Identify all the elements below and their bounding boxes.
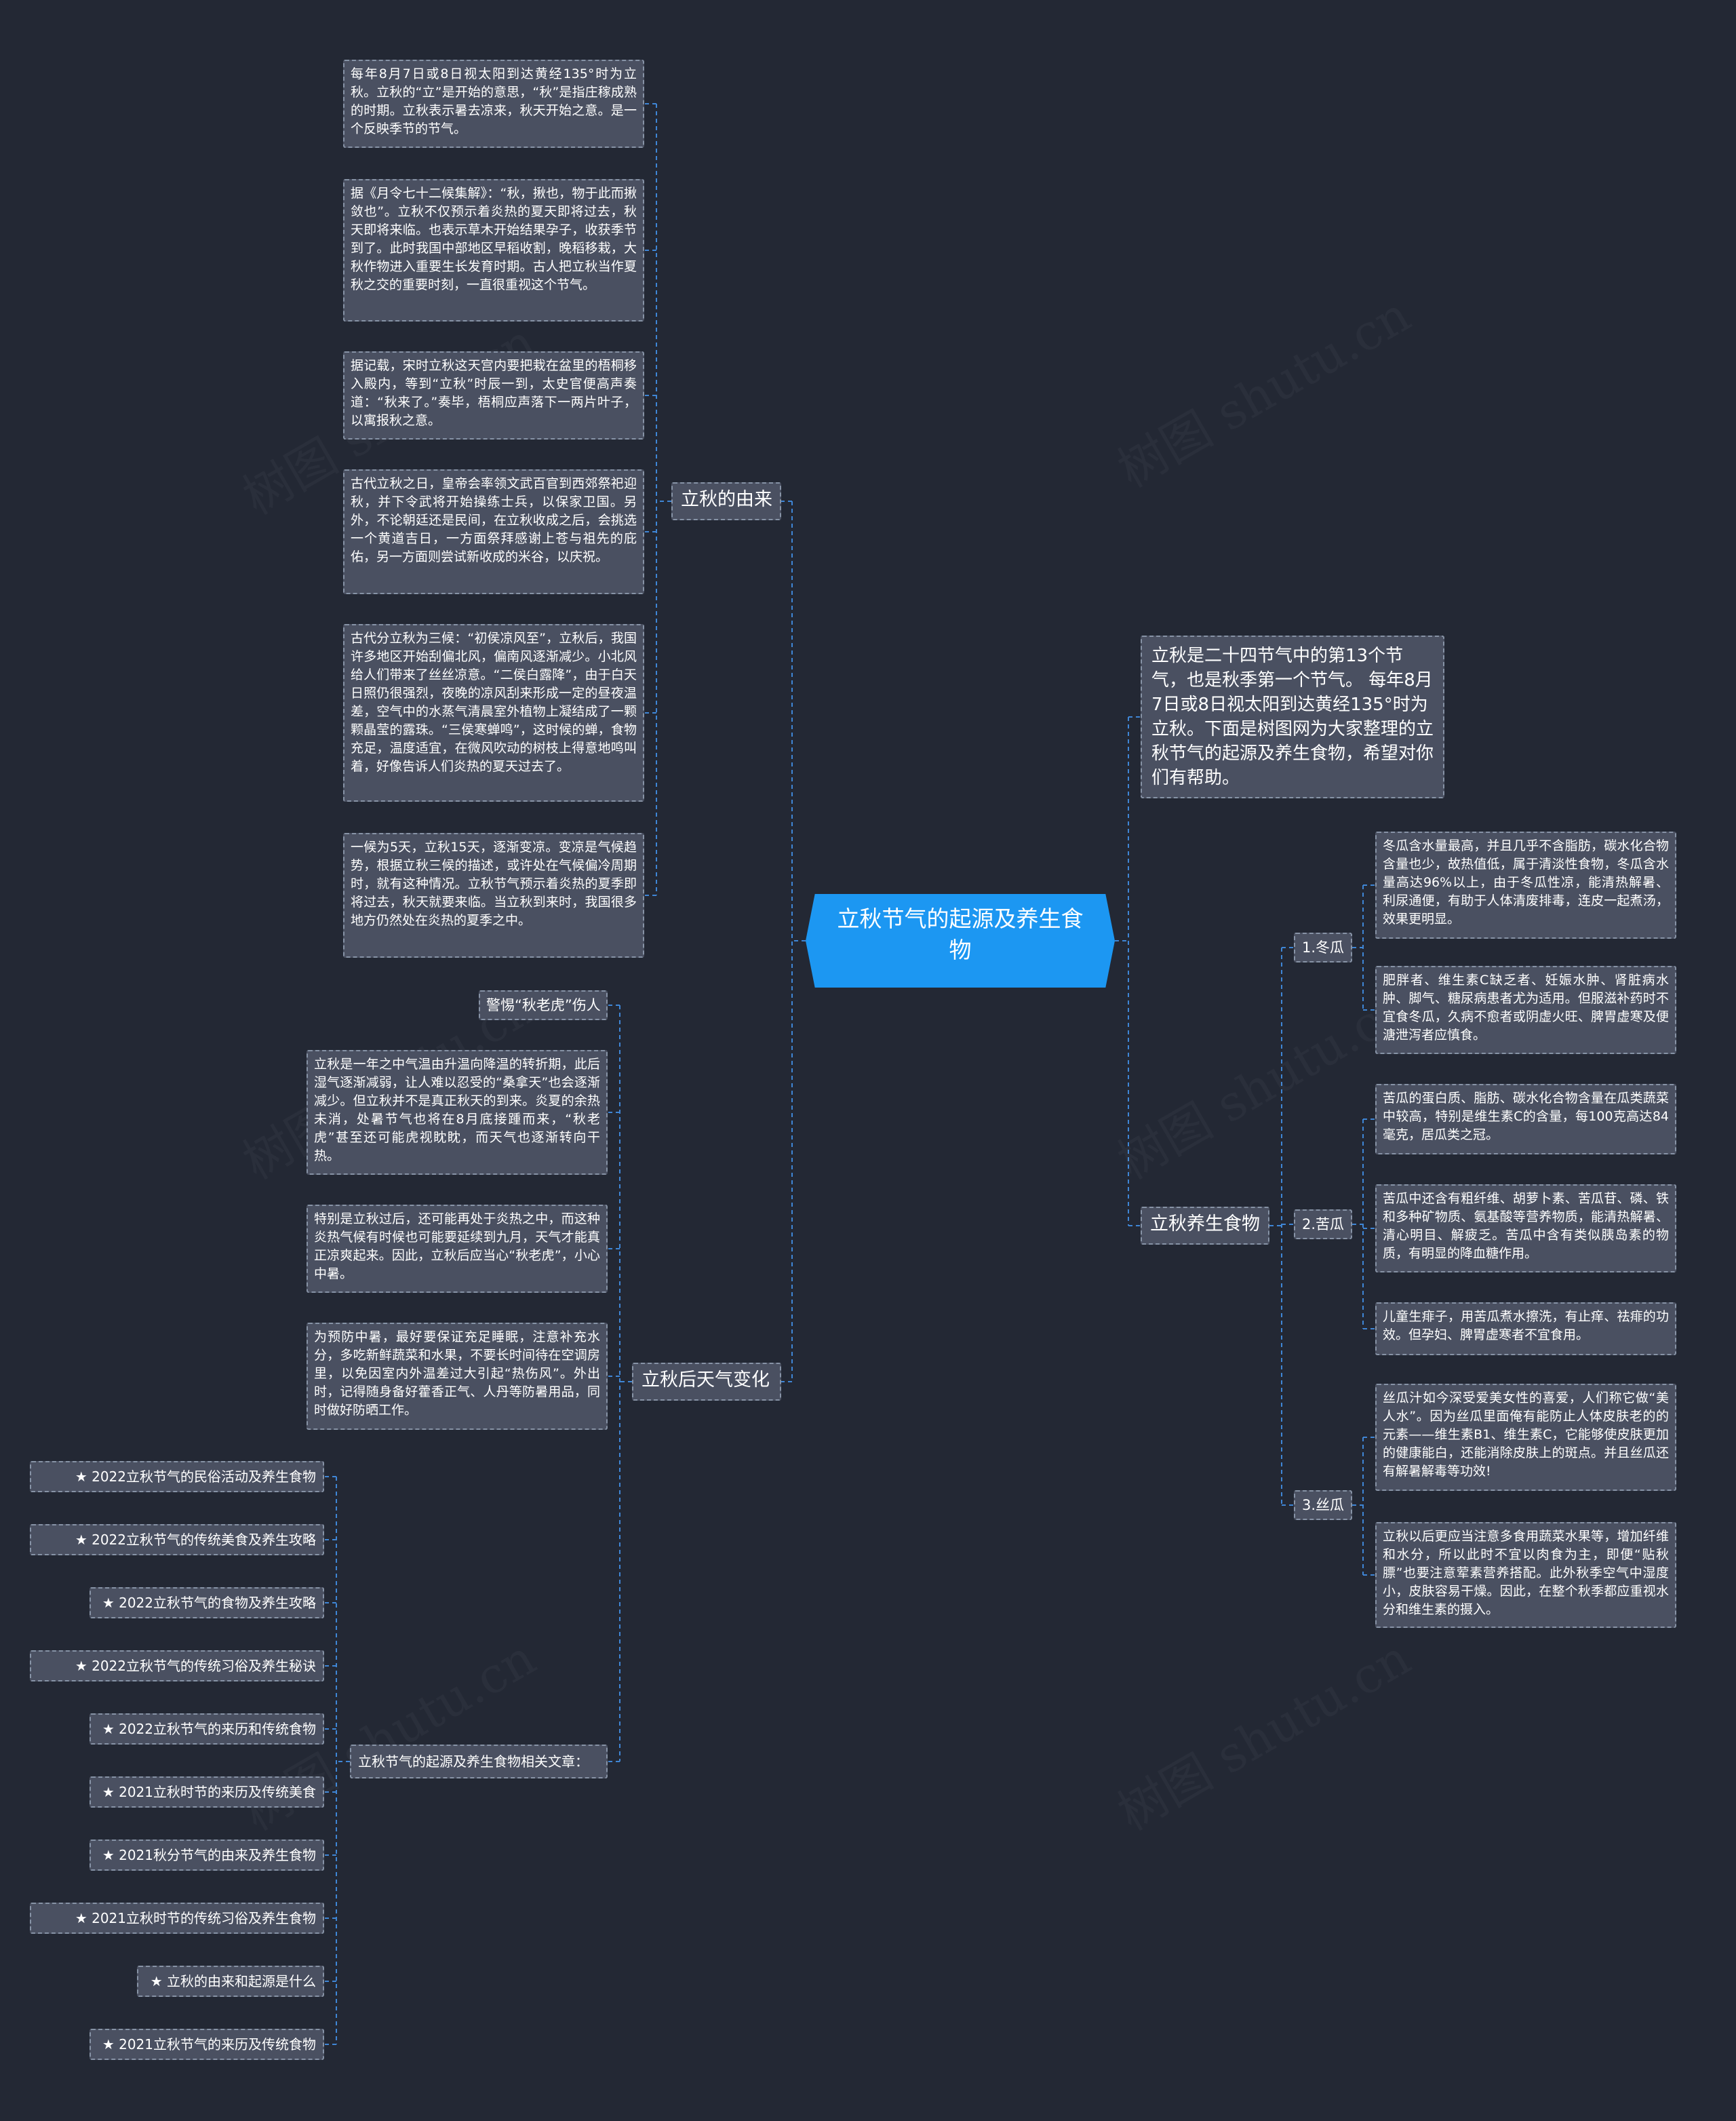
related-article-text: ★ 2021立秋节气的来历及传统食物	[102, 2036, 316, 2052]
related-article-link[interactable]: ★ 2022立秋节气的传统习俗及养生秘诀	[30, 1650, 324, 1681]
related-article-link[interactable]: ★ 2021秋分节气的由来及养生食物	[90, 1840, 324, 1871]
origin-item-text: 一候为5天，立秋15天，逐渐变凉。变凉是气候趋势，根据立秋三候的描述，或许处在气…	[351, 840, 637, 928]
weather-item-2[interactable]: 立秋是一年之中气温由升温向降温的转折期，此后湿气逐渐减弱，让人难以忍受的“桑拿天…	[307, 1050, 608, 1175]
related-articles-header[interactable]: 立秋节气的起源及养生食物相关文章：	[350, 1745, 608, 1778]
related-article-text: ★ 2021秋分节气的由来及养生食物	[102, 1847, 316, 1863]
origin-item-2[interactable]: 据《月令七十二候集解》：“秋，揪也，物于此而揪敛也”。立秋不仅预示着炎热的夏天即…	[343, 179, 644, 322]
related-article-text: ★ 2022立秋节气的食物及养生攻略	[102, 1595, 316, 1611]
related-articles-label: 立秋节气的起源及养生食物相关文章：	[358, 1753, 589, 1770]
intro-text: 立秋是二十四节气中的第13个节气，也是秋季第一个节气。 每年8月7日或8日视太阳…	[1151, 646, 1434, 788]
related-article-text: ★ 2022立秋节气的民俗活动及养生食物	[75, 1468, 316, 1485]
origin-item-4[interactable]: 古代立秋之日，皇帝会率领文武百官到西郊祭祀迎秋，并下令武将开始操练士兵，以保家卫…	[343, 469, 644, 594]
food-item-2-3[interactable]: 儿童生痱子，用苦瓜煮水擦洗，有止痒、祛痱的功效。但孕妇、脾胃虚寒者不宜食用。	[1375, 1302, 1676, 1355]
branch-origin[interactable]: 立秋的由来	[671, 482, 781, 520]
branch-weather[interactable]: 立秋后天气变化	[632, 1363, 781, 1401]
related-article-text: ★ 2022立秋节气的传统习俗及养生秘诀	[75, 1658, 316, 1674]
food-item-text: 立秋以后更应当注意多食用蔬菜水果等，增加纤维和水分，所以此时不宜以肉食为主，即便…	[1383, 1529, 1669, 1617]
food-group-bitter-melon[interactable]: 2.苦瓜	[1294, 1209, 1352, 1239]
branch-foods[interactable]: 立秋养生食物	[1141, 1207, 1269, 1245]
weather-item-3[interactable]: 特别是立秋过后，还可能再处于炎热之中，而这种炎热气候有时候也可能要延续到九月，天…	[307, 1205, 608, 1293]
weather-item-1[interactable]: 警惕“秋老虎”伤人	[479, 990, 608, 1020]
weather-item-text: 立秋是一年之中气温由升温向降温的转折期，此后湿气逐渐减弱，让人难以忍受的“桑拿天…	[314, 1057, 600, 1163]
food-item-text: 儿童生痱子，用苦瓜煮水擦洗，有止痒、祛痱的功效。但孕妇、脾胃虚寒者不宜食用。	[1383, 1309, 1669, 1342]
root-title: 立秋节气的起源及养生食物	[837, 906, 1084, 963]
food-group-name: 1.冬瓜	[1301, 939, 1345, 956]
origin-item-text: 古代分立秋为三候：“初侯凉风至”，立秋后，我国许多地区开始刮偏北风，偏南风逐渐减…	[351, 631, 637, 774]
food-item-text: 苦瓜中还含有粗纤维、胡萝卜素、苦瓜苷、磷、铁和多种矿物质、氨基酸等营养物质，能清…	[1383, 1191, 1669, 1261]
food-item-2-2[interactable]: 苦瓜中还含有粗纤维、胡萝卜素、苦瓜苷、磷、铁和多种矿物质、氨基酸等营养物质，能清…	[1375, 1184, 1676, 1272]
food-item-3-1[interactable]: 丝瓜汁如今深受爱美女性的喜爱，人们称它做“美人水”。因为丝瓜里面俺有能防止人体皮…	[1375, 1384, 1676, 1491]
origin-item-5[interactable]: 古代分立秋为三候：“初侯凉风至”，立秋后，我国许多地区开始刮偏北风，偏南风逐渐减…	[343, 624, 644, 802]
weather-item-text: 特别是立秋过后，还可能再处于炎热之中，而这种炎热气候有时候也可能要延续到九月，天…	[314, 1211, 600, 1281]
related-article-text: ★ 2022立秋节气的来历和传统食物	[102, 1721, 316, 1737]
food-group-name: 3.丝瓜	[1301, 1497, 1345, 1513]
origin-item-text: 每年8月7日或8日视太阳到达黄经135°时为立秋。立秋的“立”是开始的意思，“秋…	[351, 66, 637, 136]
branch-foods-label: 立秋养生食物	[1150, 1213, 1260, 1234]
food-item-2-1[interactable]: 苦瓜的蛋白质、脂肪、碳水化合物含量在瓜类蔬菜中较高，特别是维生素C的含量，每10…	[1375, 1084, 1676, 1154]
branch-origin-label: 立秋的由来	[681, 489, 772, 510]
related-article-text: ★ 2021立秋时节的来历及传统美食	[102, 1784, 316, 1800]
related-article-link[interactable]: ★ 2022立秋节气的民俗活动及养生食物	[30, 1461, 324, 1492]
root-topic[interactable]: 立秋节气的起源及养生食物	[806, 894, 1115, 988]
branch-weather-label: 立秋后天气变化	[642, 1369, 770, 1390]
weather-item-text: 警惕“秋老虎”伤人	[486, 997, 601, 1013]
weather-item-text: 为预防中暑，最好要保证充足睡眠，注意补充水分，多吃新鲜蔬菜和水果，不要长时间待在…	[314, 1329, 600, 1418]
food-item-1-1[interactable]: 冬瓜含水量最高，并且几乎不含脂肪，碳水化合物含量也少，故热值低，属于清淡性食物，…	[1375, 832, 1676, 939]
related-article-link[interactable]: ★ 2022立秋节气的来历和传统食物	[90, 1713, 324, 1745]
origin-item-1[interactable]: 每年8月7日或8日视太阳到达黄经135°时为立秋。立秋的“立”是开始的意思，“秋…	[343, 60, 644, 148]
food-item-text: 苦瓜的蛋白质、脂肪、碳水化合物含量在瓜类蔬菜中较高，特别是维生素C的含量，每10…	[1383, 1091, 1669, 1142]
origin-item-text: 古代立秋之日，皇帝会率领文武百官到西郊祭祀迎秋，并下令武将开始操练士兵，以保家卫…	[351, 476, 637, 564]
food-group-wax-gourd[interactable]: 1.冬瓜	[1294, 933, 1352, 962]
related-article-link[interactable]: ★ 2021立秋时节的来历及传统美食	[90, 1776, 324, 1808]
food-group-name: 2.苦瓜	[1301, 1216, 1345, 1232]
origin-item-3[interactable]: 据记载，宋时立秋这天宫内要把栽在盆里的梧桐移入殿内，等到“立秋”时辰一到，太史官…	[343, 351, 644, 440]
origin-item-text: 据记载，宋时立秋这天宫内要把栽在盆里的梧桐移入殿内，等到“立秋”时辰一到，太史官…	[351, 358, 637, 428]
food-group-luffa[interactable]: 3.丝瓜	[1294, 1490, 1352, 1520]
related-article-link[interactable]: ★ 2021立秋节气的来历及传统食物	[90, 2029, 324, 2060]
origin-item-text: 据《月令七十二候集解》：“秋，揪也，物于此而揪敛也”。立秋不仅预示着炎热的夏天即…	[351, 186, 637, 292]
intro-node[interactable]: 立秋是二十四节气中的第13个节气，也是秋季第一个节气。 每年8月7日或8日视太阳…	[1141, 636, 1444, 798]
related-article-link[interactable]: ★ 2021立秋时节的传统习俗及养生食物	[30, 1903, 324, 1934]
food-item-text: 冬瓜含水量最高，并且几乎不含脂肪，碳水化合物含量也少，故热值低，属于清淡性食物，…	[1383, 838, 1669, 927]
related-article-text: ★ 2021立秋时节的传统习俗及养生食物	[75, 1910, 316, 1926]
related-article-text: ★ 立秋的由来和起源是什么	[150, 1973, 316, 1989]
food-item-1-2[interactable]: 肥胖者、维生素C缺乏者、妊娠水肿、肾脏病水肿、脚气、糖尿病患者尤为适用。但服滋补…	[1375, 966, 1676, 1054]
origin-item-6[interactable]: 一候为5天，立秋15天，逐渐变凉。变凉是气候趋势，根据立秋三候的描述，或许处在气…	[343, 833, 644, 958]
weather-item-4[interactable]: 为预防中暑，最好要保证充足睡眠，注意补充水分，多吃新鲜蔬菜和水果，不要长时间待在…	[307, 1323, 608, 1430]
food-item-text: 丝瓜汁如今深受爱美女性的喜爱，人们称它做“美人水”。因为丝瓜里面俺有能防止人体皮…	[1383, 1390, 1669, 1479]
related-article-link[interactable]: ★ 立秋的由来和起源是什么	[137, 1966, 324, 1997]
related-article-text: ★ 2022立秋节气的传统美食及养生攻略	[75, 1532, 316, 1548]
food-item-3-2[interactable]: 立秋以后更应当注意多食用蔬菜水果等，增加纤维和水分，所以此时不宜以肉食为主，即便…	[1375, 1522, 1676, 1628]
related-article-link[interactable]: ★ 2022立秋节气的食物及养生攻略	[90, 1587, 324, 1618]
food-item-text: 肥胖者、维生素C缺乏者、妊娠水肿、肾脏病水肿、脚气、糖尿病患者尤为适用。但服滋补…	[1383, 973, 1669, 1043]
related-article-link[interactable]: ★ 2022立秋节气的传统美食及养生攻略	[30, 1524, 324, 1555]
